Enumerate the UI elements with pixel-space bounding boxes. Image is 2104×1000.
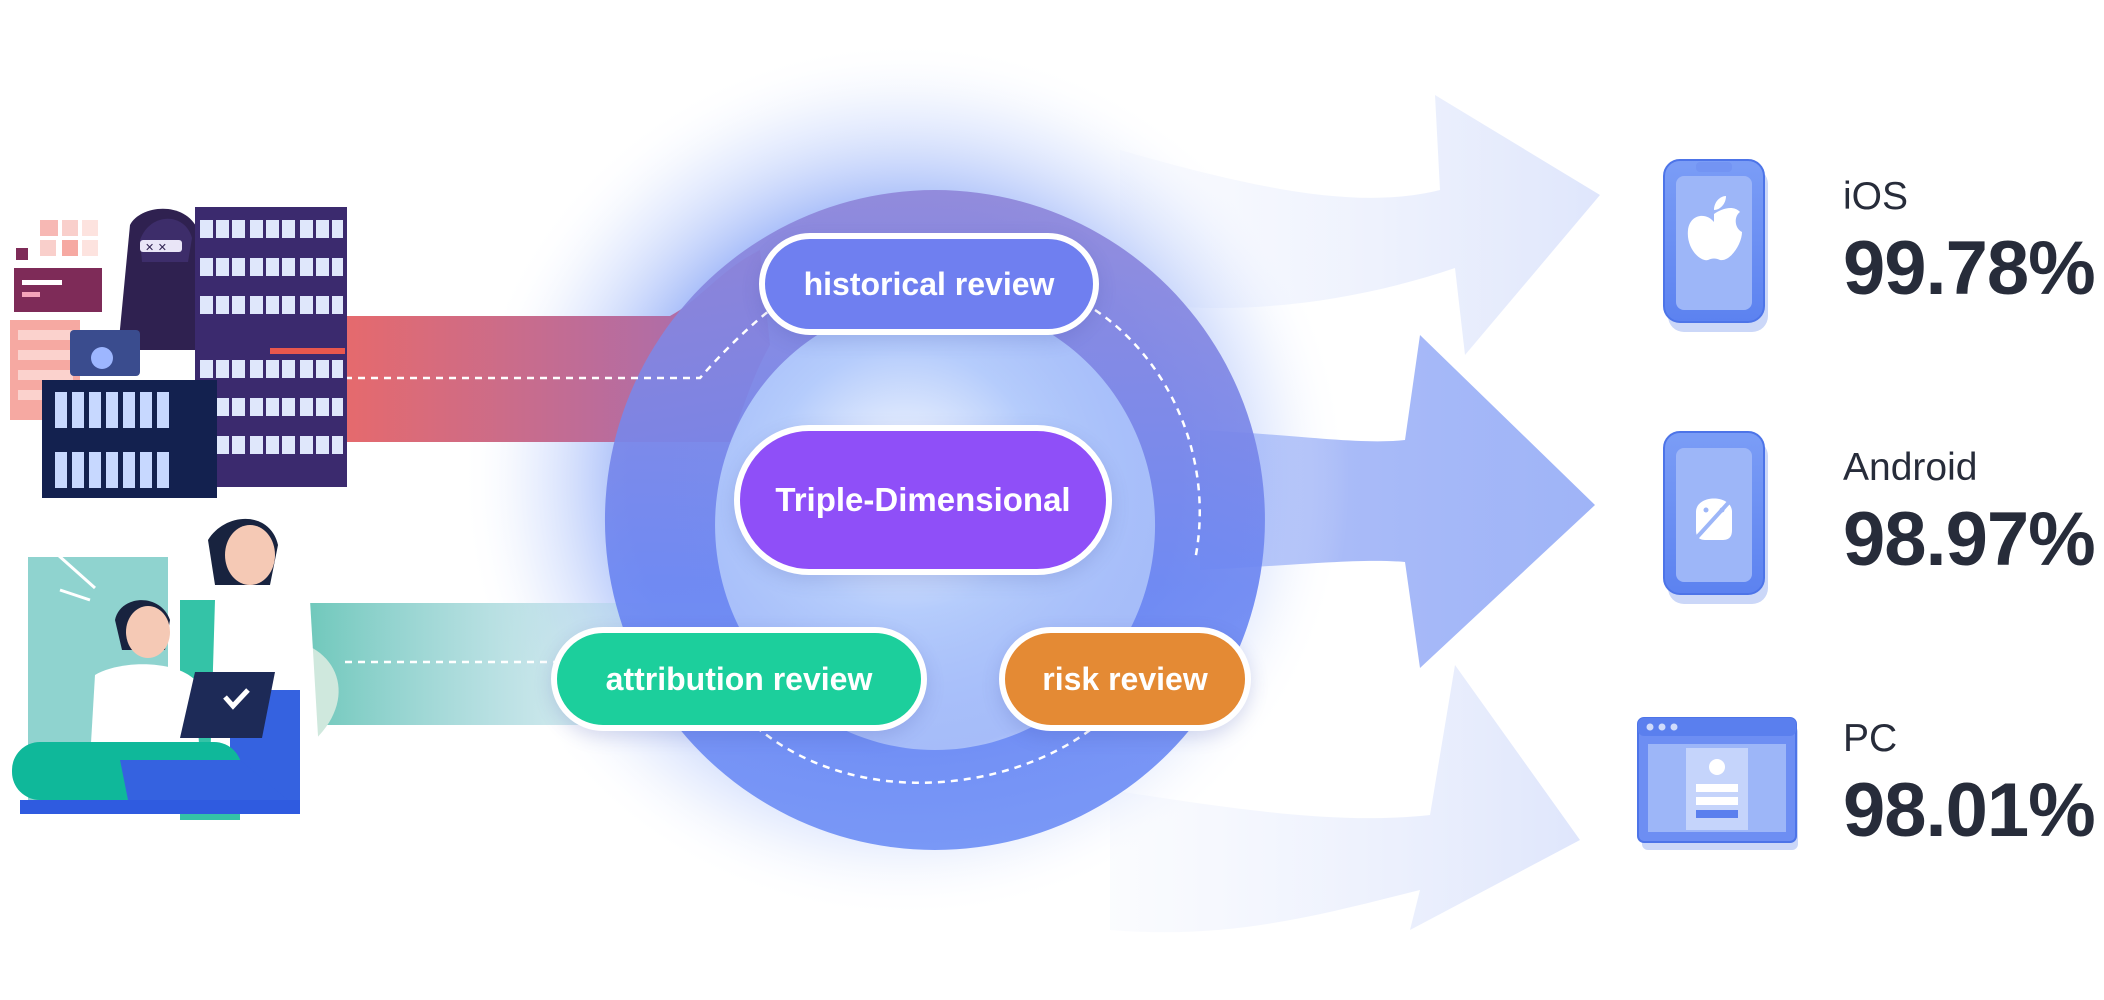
dashed-circle — [759, 308, 1201, 784]
historical-review-pill: historical review — [759, 233, 1099, 335]
platform-name: PC — [1843, 717, 1898, 760]
triple-dimensional-pill: Triple-Dimensional — [734, 425, 1112, 575]
browser-window-icon — [1637, 717, 1798, 850]
dashed-connector-top — [345, 309, 771, 380]
risk-review-pill: risk review — [999, 627, 1251, 731]
platform-percentage: 98.97% — [1843, 497, 2096, 582]
arrow-middle — [1200, 335, 1595, 668]
android-phone-icon — [1663, 431, 1768, 604]
two-users-with-laptop-illustration — [12, 518, 339, 820]
platform-name: Android — [1843, 446, 1978, 489]
attribution-review-pill: attribution review — [551, 627, 927, 731]
hacker-with-device-farm-illustration: ✕ ✕ — [10, 207, 347, 498]
platform-name: iOS — [1843, 175, 1909, 218]
arrow-bottom — [1110, 665, 1580, 933]
platform-percentage: 98.01% — [1843, 768, 2096, 853]
apple-phone-icon — [1663, 159, 1768, 332]
svg-text:✕ ✕: ✕ ✕ — [145, 241, 167, 254]
platform-percentage: 99.78% — [1843, 226, 2096, 311]
